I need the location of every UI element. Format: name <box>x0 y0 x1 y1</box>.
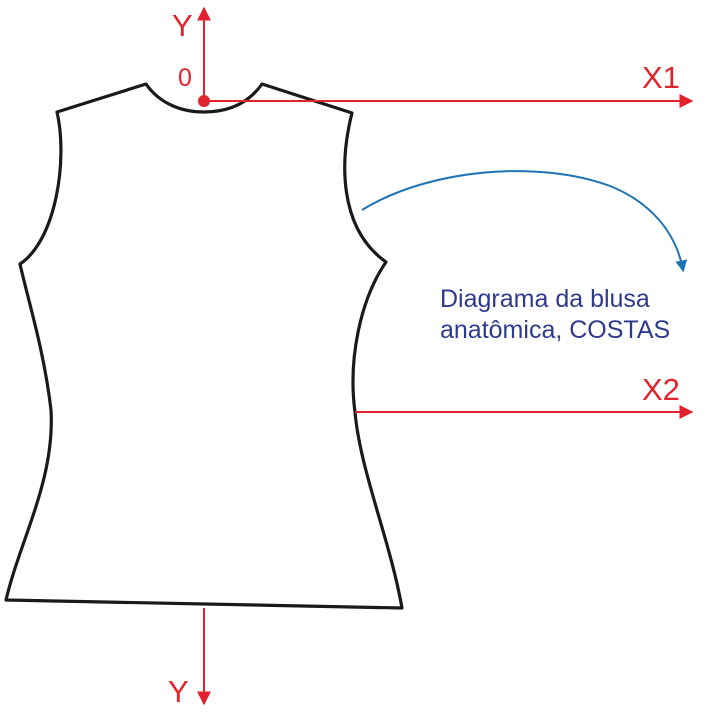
caption-line-1: Diagrama da blusa <box>440 285 650 313</box>
x1-label: X1 <box>642 60 680 95</box>
curved-arrow-icon <box>361 170 688 273</box>
origin-point <box>198 95 210 107</box>
origin-label: 0 <box>178 64 192 92</box>
x2-label: X2 <box>642 372 680 407</box>
y-top-label: Y <box>172 8 193 43</box>
caption-line-2: anatômica, COSTAS <box>440 316 670 344</box>
y-bottom-label: Y <box>168 674 189 709</box>
blouse-back-outline <box>4 82 404 610</box>
